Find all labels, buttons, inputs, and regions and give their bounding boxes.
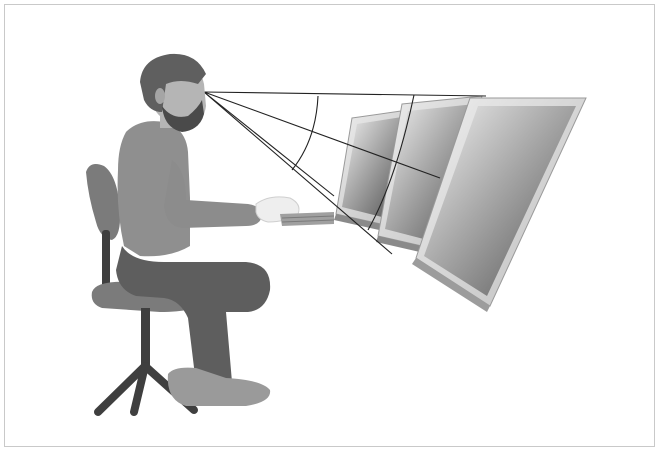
keyboard-icon bbox=[280, 212, 334, 226]
